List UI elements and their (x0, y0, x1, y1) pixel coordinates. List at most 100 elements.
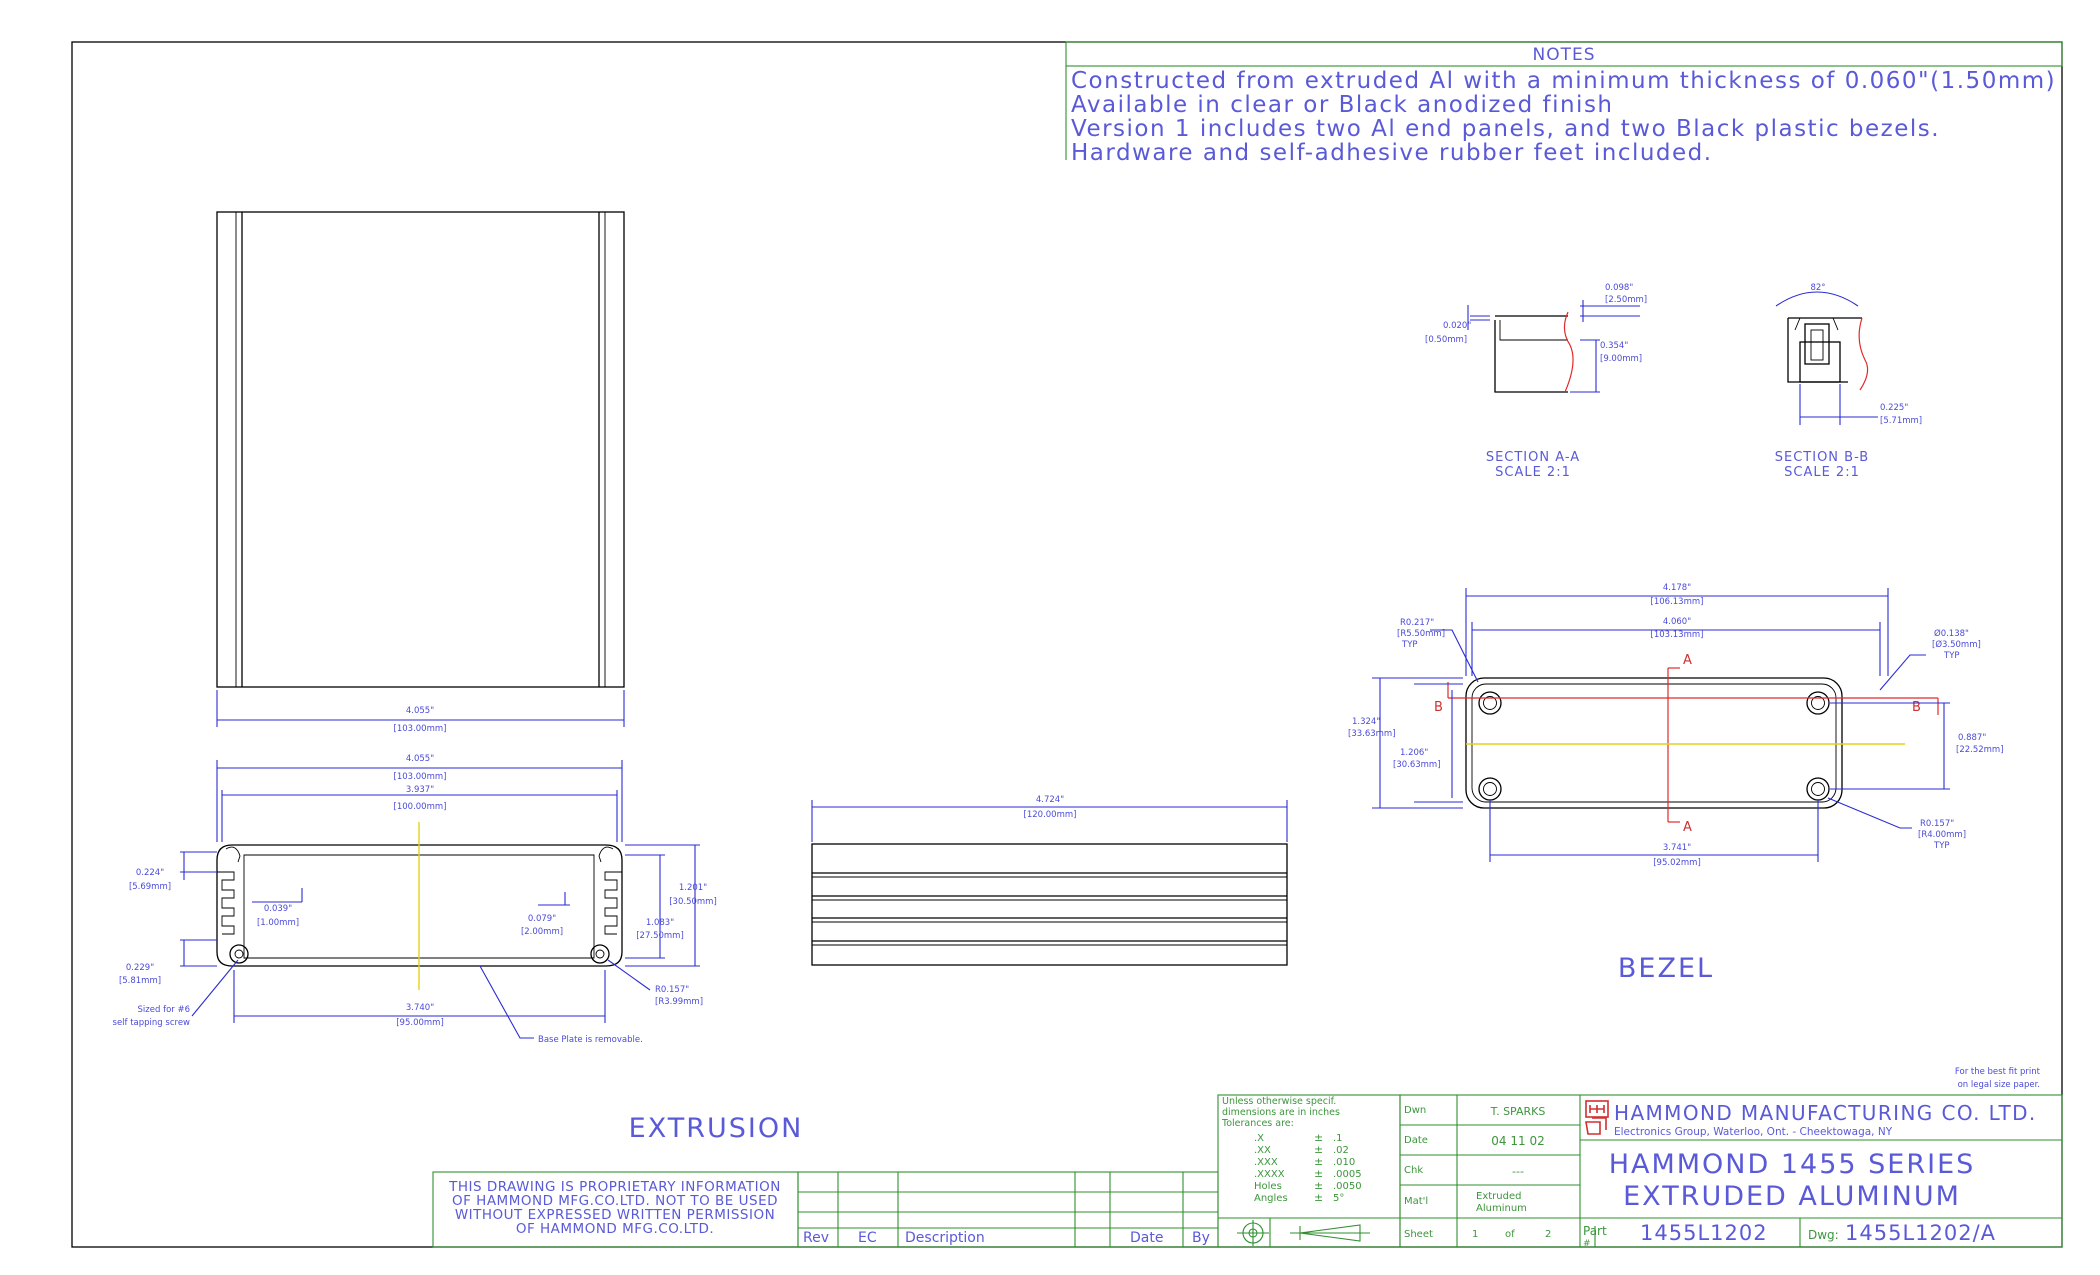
label-tolerance-rows-0-2: .1 (1333, 1133, 1343, 1144)
ext-height2-mm: [27.50mm] (636, 931, 684, 941)
top-view: 4.055" [103.00mm] (216, 211, 625, 734)
bezel-height-in: 1.324" (1352, 717, 1380, 727)
drawing-title-1: HAMMOND 1455 SERIES (1609, 1149, 1976, 1180)
ext-base-in: 3.740" (406, 1003, 434, 1013)
section-aa: 0.098" [2.50mm] 0.020" [0.50mm] 0.354" [… (1425, 283, 1647, 480)
top-width-in: 4.055" (406, 706, 434, 716)
company-name: HAMMOND MANUFACTURING CO. LTD. (1614, 1101, 2037, 1125)
date-label: Date (1404, 1135, 1428, 1146)
title-block: Dwn T. SPARKS Date 04 11 02 Chk --- Mat'… (1399, 1094, 2063, 1249)
label-tolerance-rows-3-0: .XXXX (1254, 1169, 1285, 1180)
sec-a-w-in: 0.098" (1605, 283, 1633, 293)
revision-table: Rev EC Description Date By (797, 1171, 1219, 1248)
notes-title: NOTES (1532, 45, 1595, 65)
bezel-width2-mm: [103.13mm] (1651, 630, 1704, 640)
extrusion-view-label: EXTRUSION (629, 1113, 804, 1144)
label-tolerance-rows-0-1: ± (1314, 1131, 1323, 1144)
bezel-view: A A B B 4.178" [106.13mm] 4.060" [103.13… (1348, 583, 2004, 868)
ext-slot-in: 0.224" (136, 868, 164, 878)
label-tolerance-rows-0-0: .X (1254, 1133, 1264, 1144)
label-tolerance-rows-3-1: ± (1314, 1167, 1323, 1180)
hammond-logo-icon (1585, 1100, 1609, 1135)
sec-a-h-in: 0.354" (1600, 341, 1628, 351)
ext-fin-mm: [1.00mm] (257, 918, 299, 928)
screw-note-1: Sized for #6 (138, 1005, 190, 1015)
dwn-label: Dwn (1404, 1105, 1426, 1116)
label-tolerance-head-0: Unless otherwise specif. (1222, 1096, 1336, 1107)
label-proprietary-2: WITHOUT EXPRESSED WRITTEN PERMISSION (455, 1207, 775, 1223)
base-plate-note: Base Plate is removable. (538, 1035, 643, 1045)
label-tolerance-rows-2-1: ± (1314, 1155, 1323, 1168)
matl-value-1: Extruded (1476, 1191, 1521, 1202)
ext-fin-in: 0.039" (264, 904, 292, 914)
ext-base-mm: [95.00mm] (396, 1018, 444, 1028)
ext-height2-in: 1.083" (646, 918, 674, 928)
sec-b-w-mm: [5.71mm] (1880, 416, 1922, 426)
tolerance-block: Unless otherwise specif. dimensions are … (1217, 1094, 1401, 1248)
label-tolerance-head-1: dimensions are in inches (1222, 1107, 1340, 1118)
bezel-height-mm: [33.63mm] (1348, 729, 1396, 739)
bezel-height2-mm: [30.63mm] (1393, 760, 1441, 770)
bezel-corner-in: R0.157" (1920, 819, 1954, 829)
label-proprietary-3: OF HAMMOND MFG.CO.LTD. (516, 1221, 714, 1237)
section-marker-a-bottom: A (1683, 820, 1692, 835)
label-tolerance-rows-4-1: ± (1314, 1179, 1323, 1192)
part-number: 1455L1202 (1640, 1221, 1768, 1245)
ext-gap-in: 0.079" (528, 914, 556, 924)
bezel-corner-mm: [R4.00mm] (1918, 830, 1966, 840)
sec-a-t-mm: [0.50mm] (1425, 335, 1467, 345)
dwg-label: Dwg: (1808, 1228, 1839, 1242)
note-line-2: Available in clear or Black anodized fin… (1071, 92, 1614, 118)
ec-header: EC (858, 1230, 877, 1246)
chk-value: --- (1512, 1165, 1524, 1178)
bezel-radius-typ: TYP (1401, 640, 1418, 650)
section-bb: 82° 0.225" [5.71mm] SECTION B-B SCALE 2:… (1775, 283, 1922, 480)
ext-radius-in: R0.157" (655, 985, 689, 995)
sec-a-w-mm: [2.50mm] (1605, 295, 1647, 305)
description-header: Description (905, 1230, 985, 1246)
sec-b-angle: 82° (1810, 283, 1825, 293)
section-aa-scale: SCALE 2:1 (1495, 465, 1571, 480)
ext-width-in: 4.055" (406, 754, 434, 764)
note-line-3: Version 1 includes two Al end panels, an… (1071, 116, 1940, 142)
label-tolerance-rows-1-1: ± (1314, 1143, 1323, 1156)
label-tolerance-rows-2-2: .010 (1333, 1157, 1355, 1168)
sec-a-h-mm: [9.00mm] (1600, 354, 1642, 364)
bezel-hole-width-mm: [95.02mm] (1653, 858, 1701, 868)
top-width-mm: [103.00mm] (394, 724, 447, 734)
side-length-mm: [120.00mm] (1024, 810, 1077, 820)
rev-header: Rev (803, 1230, 829, 1246)
company-sub: Electronics Group, Waterloo, Ont. - Chee… (1614, 1126, 1893, 1138)
bezel-hole-in: Ø0.138" (1934, 628, 1969, 639)
ext-radius-mm: [R3.99mm] (655, 997, 703, 1007)
note-line-1: Constructed from extruded Al with a mini… (1071, 68, 2056, 94)
bezel-hole-spacing-in: 0.887" (1958, 733, 1986, 743)
section-marker-b-right: B (1912, 700, 1921, 715)
ext-inner-in: 3.937" (406, 785, 434, 795)
bezel-hole-width-in: 3.741" (1663, 843, 1691, 853)
label-proprietary-1: OF HAMMOND MFG.CO.LTD. NOT TO BE USED (452, 1193, 778, 1209)
sheet-number: 1 (1472, 1229, 1478, 1240)
label-tolerance-head-2: Tolerances are: (1221, 1118, 1294, 1129)
ext-gap-mm: [2.00mm] (521, 927, 563, 937)
label-tolerance-rows-5-1: ± (1314, 1191, 1323, 1204)
sheet-border (71, 41, 2063, 1248)
sheet-total: 2 (1545, 1229, 1551, 1240)
bezel-hole-mm: [Ø3.50mm] (1932, 639, 1981, 650)
side-length-in: 4.724" (1036, 795, 1064, 805)
bezel-width-mm: [106.13mm] (1651, 597, 1704, 607)
label-tolerance-rows-5-2: 5° (1333, 1193, 1344, 1204)
print-note-1: For the best fit print (1955, 1067, 2041, 1077)
sec-b-w-in: 0.225" (1880, 403, 1908, 413)
ext-screw-mm: [5.81mm] (119, 976, 161, 986)
screw-note-2: self tapping screw (113, 1018, 191, 1028)
section-aa-label: SECTION A-A (1486, 450, 1580, 465)
sec-a-t-in: 0.020" (1443, 321, 1471, 331)
matl-label: Mat'l (1404, 1196, 1428, 1207)
label-tolerance-rows-2-0: .XXX (1254, 1157, 1278, 1168)
ext-inner-mm: [100.00mm] (394, 802, 447, 812)
section-bb-label: SECTION B-B (1775, 450, 1869, 465)
label-tolerance-rows-3-2: .0005 (1333, 1169, 1362, 1180)
dwg-number: 1455L1202/A (1845, 1221, 1996, 1245)
